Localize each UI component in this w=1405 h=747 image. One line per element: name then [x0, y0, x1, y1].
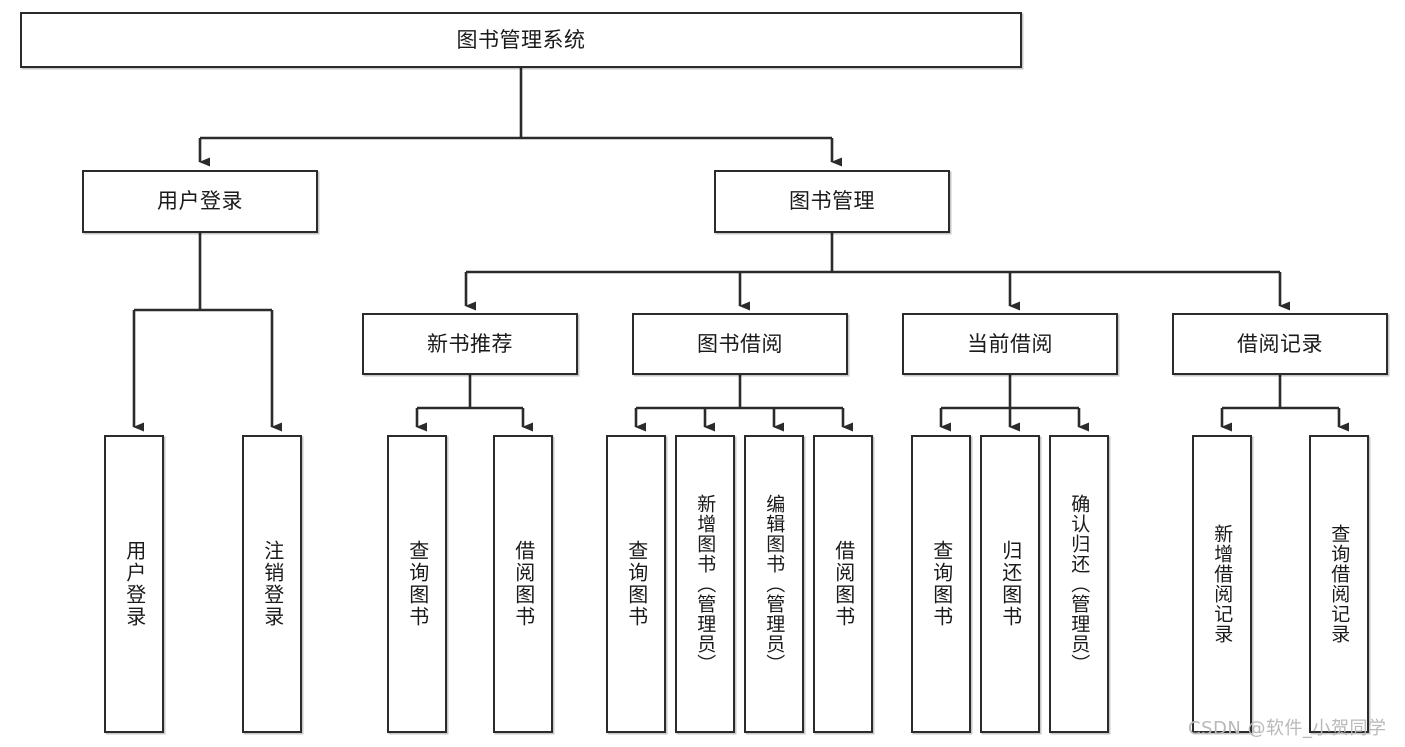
node-leaf-user-logout[interactable]: 注销登录 — [242, 435, 302, 733]
watermark-text: CSDN @软件_小贺同学 — [1188, 718, 1387, 739]
node-leaf-edit-book[interactable]: 编辑图书（管理员） — [744, 435, 804, 733]
node-root-label: 图书管理系统 — [456, 27, 586, 52]
node-leaf-confirm-return-label: 确认归还（管理员） — [1068, 494, 1091, 674]
node-leaf-return-book[interactable]: 归还图书 — [980, 435, 1040, 733]
node-new-book-recommend-label: 新书推荐 — [427, 331, 513, 356]
node-book-borrow[interactable]: 图书借阅 — [632, 313, 848, 375]
node-leaf-query-book-2-label: 查询图书 — [624, 540, 649, 628]
node-root[interactable]: 图书管理系统 — [20, 12, 1022, 68]
node-leaf-borrow-book-1-label: 借阅图书 — [511, 540, 536, 628]
node-borrow-record[interactable]: 借阅记录 — [1172, 313, 1388, 375]
node-current-borrow[interactable]: 当前借阅 — [902, 313, 1118, 375]
node-leaf-user-login[interactable]: 用户登录 — [104, 435, 164, 733]
node-current-borrow-label: 当前借阅 — [967, 331, 1053, 356]
node-book-borrow-label: 图书借阅 — [697, 331, 783, 356]
node-leaf-edit-book-label: 编辑图书（管理员） — [763, 494, 786, 674]
node-user-login[interactable]: 用户登录 — [82, 170, 318, 233]
node-leaf-user-login-label: 用户登录 — [122, 540, 147, 628]
node-borrow-record-label: 借阅记录 — [1237, 331, 1323, 356]
node-leaf-borrow-book-2-label: 借阅图书 — [831, 540, 856, 628]
node-leaf-query-record[interactable]: 查询借阅记录 — [1309, 435, 1369, 733]
node-leaf-add-record-label: 新增借阅记录 — [1211, 524, 1234, 644]
node-leaf-add-book-label: 新增图书（管理员） — [694, 494, 717, 674]
node-leaf-query-book-1[interactable]: 查询图书 — [387, 435, 447, 733]
node-leaf-query-record-label: 查询借阅记录 — [1328, 524, 1351, 644]
node-leaf-query-book-3[interactable]: 查询图书 — [911, 435, 971, 733]
node-leaf-add-record[interactable]: 新增借阅记录 — [1192, 435, 1252, 733]
node-book-manage[interactable]: 图书管理 — [714, 170, 950, 233]
node-leaf-borrow-book-1[interactable]: 借阅图书 — [493, 435, 553, 733]
node-leaf-add-book[interactable]: 新增图书（管理员） — [675, 435, 735, 733]
node-leaf-return-book-label: 归还图书 — [998, 540, 1023, 628]
node-leaf-user-logout-label: 注销登录 — [260, 540, 285, 628]
node-leaf-query-book-3-label: 查询图书 — [929, 540, 954, 628]
node-leaf-query-book-1-label: 查询图书 — [405, 540, 430, 628]
node-leaf-borrow-book-2[interactable]: 借阅图书 — [813, 435, 873, 733]
node-leaf-query-book-2[interactable]: 查询图书 — [606, 435, 666, 733]
node-leaf-confirm-return[interactable]: 确认归还（管理员） — [1049, 435, 1109, 733]
node-book-manage-label: 图书管理 — [789, 189, 875, 214]
node-user-login-label: 用户登录 — [157, 189, 243, 214]
node-new-book-recommend[interactable]: 新书推荐 — [362, 313, 578, 375]
